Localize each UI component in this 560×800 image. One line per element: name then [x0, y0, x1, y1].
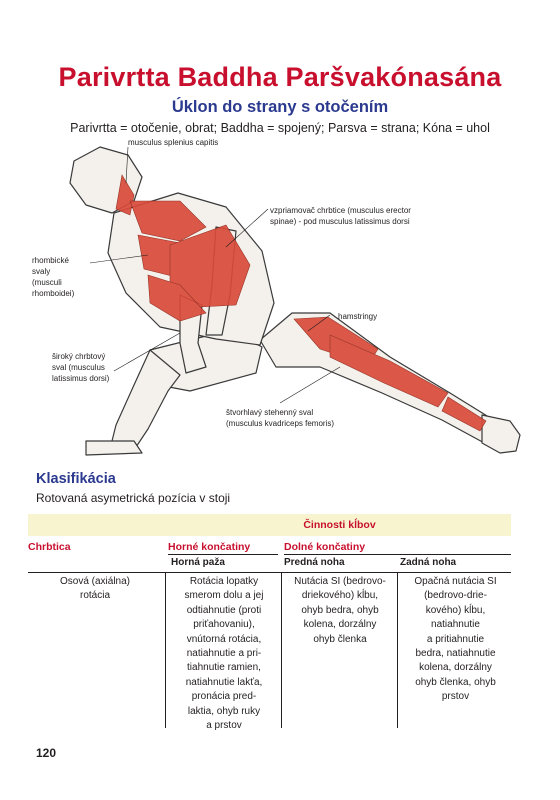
back-foot — [481, 414, 521, 454]
pose-illustration — [69, 146, 521, 456]
anatomy-figure: musculus splenius capitis vzpriamovač ch… — [30, 135, 530, 465]
muscle-splenius — [115, 174, 135, 216]
page-title: Parivrtta Baddha Paršvakónasána — [58, 62, 502, 92]
vrule-3 — [397, 572, 398, 728]
label-erector: vzpriamovač chrbtice (musculus erector s… — [270, 206, 411, 226]
vrule-2 — [281, 572, 282, 728]
classification-title: Klasifikácia — [36, 471, 116, 487]
etymology-line: Parivrtta = otočenie, obrat; Baddha = sp… — [70, 121, 490, 135]
rule-lower — [284, 554, 511, 555]
table-top-header: Činnosti kĺbov — [28, 514, 511, 536]
header-upper-limbs: Horné končatiny — [168, 541, 251, 553]
label-quadriceps: štvorhlavý stehenný sval (musculus kvadr… — [226, 408, 335, 428]
subheader-front-leg: Predná noha — [284, 557, 345, 568]
muscle-erector — [147, 274, 207, 322]
subheader-upper-arm: Horná paža — [171, 557, 225, 568]
cell-back-leg: Opačná nutácia SI (bedrovo-drie- kového)… — [414, 576, 497, 703]
cell-spine: Osová (axiálna) rotácia — [59, 576, 131, 602]
header-spine: Chrbtica — [28, 541, 71, 553]
cell-front-leg: Nutácia SI (bedrovo- driekového) kĺbu, o… — [294, 576, 386, 645]
cell-upper-arm: Rotácia lopatky smerom dolu a jej odtiah… — [184, 576, 264, 732]
muscle-quadriceps — [329, 334, 449, 408]
header-lower-limbs: Dolné končatiny — [284, 541, 366, 553]
label-splenius: musculus splenius capitis — [128, 138, 219, 147]
muscle-calf — [441, 396, 487, 432]
rule-main — [28, 572, 511, 573]
label-rhomboid: rhombické svaly (musculi rhomboidei) — [32, 256, 75, 298]
page-subtitle: Úklon do strany s otočením — [171, 98, 389, 116]
page-number: 120 — [36, 746, 57, 760]
muscle-trapezius — [129, 200, 207, 242]
subheader-back-leg: Zadná noha — [400, 557, 457, 568]
rule-upper — [168, 554, 278, 555]
classification-subtitle: Rotovaná asymetrická pozícia v stoji — [36, 491, 231, 505]
label-latissimus: široký chrbtový sval (musculus latissimu… — [52, 352, 110, 383]
vrule-1 — [165, 572, 166, 728]
label-hamstrings: hamstringy — [338, 312, 378, 321]
front-foot — [85, 440, 143, 456]
joint-actions-table: Činnosti kĺbov Chrbtica Horné končatiny … — [28, 514, 511, 731]
